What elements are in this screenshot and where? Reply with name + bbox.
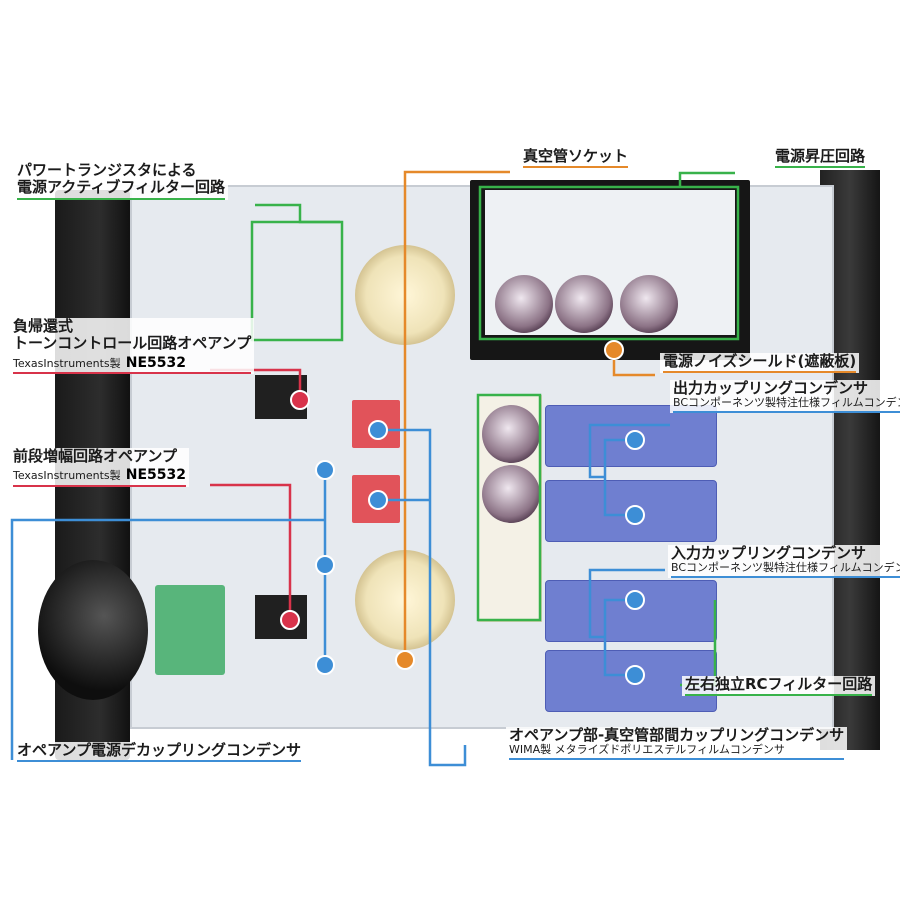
label-opamp-decoupling-cap: オペアンプ電源デカップリングコンデンサ [14,741,304,763]
label-output-coupling-cap: 出力カップリングコンデンサ BCコンポーネンツ製特注仕様フィルムコンデンサ [670,379,900,413]
potentiometer [155,585,225,675]
label-preamp-opamp: 前段増幅回路オペアンプ TexasInstruments製 NE5532 [10,447,190,487]
electrolytic-capacitor [620,275,678,333]
film-capacitor-blue [545,580,717,642]
label-input-coupling-cap: 入力カップリングコンデンサ BCコンポーネンツ製特注仕様フィルムコンデンサ [668,544,900,578]
electrolytic-capacitor [555,275,613,333]
label-interstage-coupling-cap: オペアンプ部-真空管部間カップリングコンデンサ WIMA製 メタライズドポリエス… [506,726,848,760]
label-power-boost: 電源昇圧回路 [772,147,869,169]
volume-knob [38,560,148,700]
label-tube-socket: 真空管ソケット [520,147,632,169]
label-rc-filter: 左右独立RCフィルター回路 [682,675,876,697]
label-nfb-tone-opamp: 負帰還式 トーンコントロール回路オペアンプ TexasInstruments製 … [10,317,255,374]
label-noise-shield: 電源ノイズシールド(遮蔽板) [660,352,860,374]
electrolytic-capacitor [495,275,553,333]
electrolytic-capacitor [482,405,540,463]
electrolytic-capacitor [482,465,540,523]
label-power-transistor-filter: パワートランジスタによる 電源アクティブフィルター回路 [14,161,229,200]
